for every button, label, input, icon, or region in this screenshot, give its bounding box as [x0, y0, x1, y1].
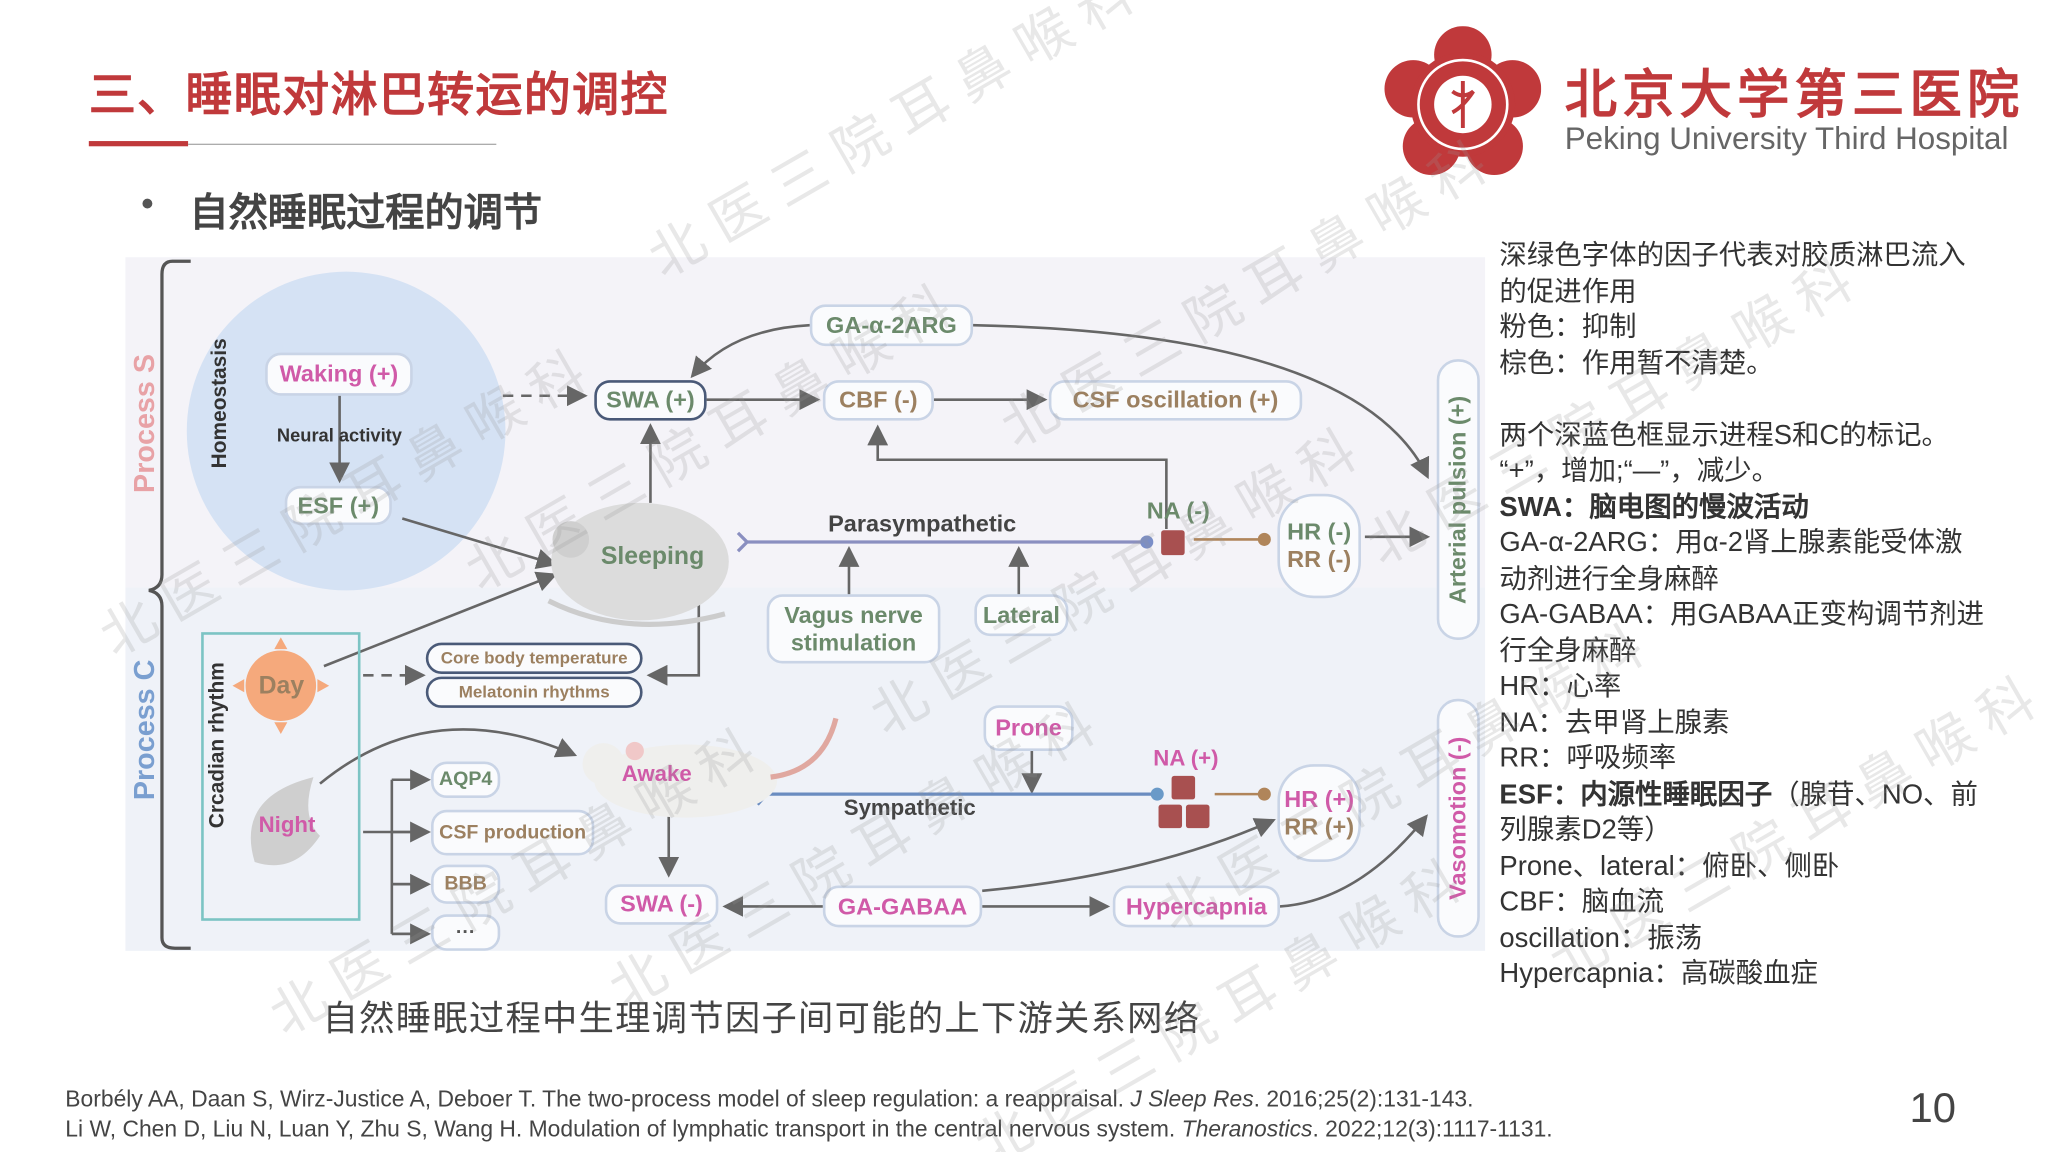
- page-number: 10: [1909, 1084, 1957, 1132]
- aqp4-node: AQP4: [431, 761, 501, 799]
- diagram-connectors: [148, 259, 1431, 950]
- note-line: GA-α-2ARG：用α-2肾上腺素能受体激: [1499, 527, 1963, 558]
- na-minus-label: NA (-): [1146, 497, 1210, 524]
- note-line: “+”，增加;“—”，减少。: [1499, 455, 1780, 486]
- arterial-pulsion-label: Arterial pulsion (+): [1444, 395, 1471, 604]
- title-underline: [188, 143, 497, 145]
- note-line: 列腺素D2等）: [1499, 815, 1672, 846]
- moon-icon: [250, 777, 320, 866]
- note-line: HR：心率: [1499, 671, 1622, 702]
- csf-oscillation-node: CSF oscillation (+): [1048, 380, 1303, 421]
- slide-subtitle: 自然睡眠过程的调节: [189, 191, 543, 236]
- awake-label: Awake: [621, 761, 692, 787]
- day-label: Day: [258, 672, 305, 701]
- process-s-label: Process S: [127, 353, 161, 493]
- vasomotion-node: Vasomotion (-): [1436, 698, 1480, 938]
- note-line: Prone、lateral：俯卧、侧卧: [1499, 850, 1840, 881]
- neural-activity-label: Neural activity: [276, 424, 402, 446]
- note-line: GA-GABAA：用GABAA正变构调节剂进: [1499, 599, 1985, 630]
- night-label: Night: [258, 812, 316, 838]
- note-line: CBF：脑血流: [1499, 886, 1664, 917]
- figure-caption: 自然睡眠过程中生理调节因子间可能的上下游关系网络: [322, 999, 1201, 1039]
- reference-2: Li W, Chen D, Liu N, Luan Y, Zhu S, Wang…: [65, 1115, 1553, 1142]
- awake-mouse-icon: [582, 717, 839, 818]
- prone-node: Prone: [983, 705, 1074, 752]
- sleep-regulation-diagram: Process S Process C Homeostasis Crcadian…: [125, 257, 1486, 951]
- note-spacer: [1499, 381, 1984, 417]
- rr-minus-label: RR (-): [1287, 545, 1352, 573]
- bullet-icon: •: [141, 182, 154, 224]
- note-line: NA：去甲肾上腺素: [1499, 707, 1730, 738]
- note-line: 的促进作用: [1499, 276, 1637, 307]
- note-esf-term: ESF：内源性睡眠因子: [1499, 779, 1773, 810]
- hospital-name-en: Peking University Third Hospital: [1564, 121, 2009, 157]
- reference-1: Borbély AA, Daan S, Wirz-Justice A, Debo…: [65, 1085, 1474, 1112]
- note-line: Hypercapnia：高碳酸血症: [1499, 958, 1818, 989]
- more-node: ···: [431, 914, 501, 951]
- note-line: 棕色：作用暂不清楚。: [1499, 348, 1774, 379]
- homeostasis-label: Homeostasis: [208, 338, 232, 469]
- hypercapnia-node: Hypercapnia: [1112, 885, 1280, 928]
- hr-minus-label: HR (-): [1287, 518, 1352, 546]
- hr-rr-minus-node: HR (-) RR (-): [1277, 493, 1361, 599]
- vagus-nerve-node: Vagus nerve stimulation: [766, 594, 941, 664]
- watermark: 北医三院耳鼻喉科: [637, 0, 1159, 291]
- na-plus-label: NA (+): [1153, 745, 1219, 771]
- circadian-rhythm-label: Crcadian rhythm: [206, 662, 229, 829]
- hr-rr-plus-node: HR (+) RR (+): [1277, 764, 1361, 863]
- swa-minus-node: SWA (-): [604, 884, 719, 925]
- note-line: SWA：脑电图的慢波活动: [1499, 491, 1809, 522]
- note-line: oscillation：振荡: [1499, 922, 1703, 953]
- note-line: 行全身麻醉: [1499, 635, 1637, 666]
- note-line: 动剂进行全身麻醉: [1499, 563, 1719, 594]
- notes-panel: 深绿色字体的因子代表对胶质淋巴流入 的促进作用 粉色：抑制 棕色：作用暂不清楚。…: [1499, 238, 1984, 992]
- melatonin-rhythms-node: Melatonin rhythms: [425, 676, 643, 708]
- lateral-node: Lateral: [974, 594, 1069, 637]
- hospital-seal-logo: [1384, 26, 1542, 176]
- note-line: ESF：内源性睡眠因子（腺苷、NO、前: [1499, 776, 1984, 812]
- swa-plus-node: SWA (+): [594, 380, 707, 421]
- slide-title: 三、睡眠对淋巴转运的调控: [88, 67, 669, 122]
- core-body-temperature-node: Core body temperature: [425, 642, 643, 674]
- esf-node: ESF (+): [284, 485, 392, 526]
- sun-icon: [232, 637, 330, 735]
- waking-node: Waking (+): [265, 352, 413, 396]
- sympathetic-label: Sympathetic: [843, 795, 976, 821]
- note-line: RR：呼吸频率: [1499, 743, 1677, 774]
- arterial-pulsion-node: Arterial pulsion (+): [1436, 359, 1480, 640]
- ga-a2arg-node: GA-α-2ARG: [809, 304, 974, 347]
- note-esf-examples: （腺苷、NO、前: [1772, 779, 1978, 810]
- process-c-label: Process C: [127, 659, 161, 801]
- hospital-name-cn: 北京大学第三医院: [1564, 63, 2025, 126]
- sleeping-label: Sleeping: [600, 543, 705, 571]
- note-line: 深绿色字体的因子代表对胶质淋巴流入: [1499, 240, 1966, 271]
- parasympathetic-label: Parasympathetic: [828, 510, 1017, 537]
- note-line: 两个深蓝色框显示进程S和C的标记。: [1499, 419, 1949, 450]
- csf-production-node: CSF production: [431, 809, 595, 856]
- sleeping-mouse-icon: [547, 502, 729, 627]
- bbb-node: BBB: [431, 864, 501, 904]
- hr-plus-label: HR (+): [1284, 786, 1355, 813]
- note-line: 粉色：抑制: [1499, 312, 1637, 343]
- title-underline-accent: [88, 141, 189, 147]
- cbf-node: CBF (-): [822, 380, 934, 421]
- ga-gabaa-node: GA-GABAA: [822, 885, 983, 928]
- vasomotion-label: Vasomotion (-): [1444, 736, 1471, 900]
- rr-plus-label: RR (+): [1284, 813, 1355, 840]
